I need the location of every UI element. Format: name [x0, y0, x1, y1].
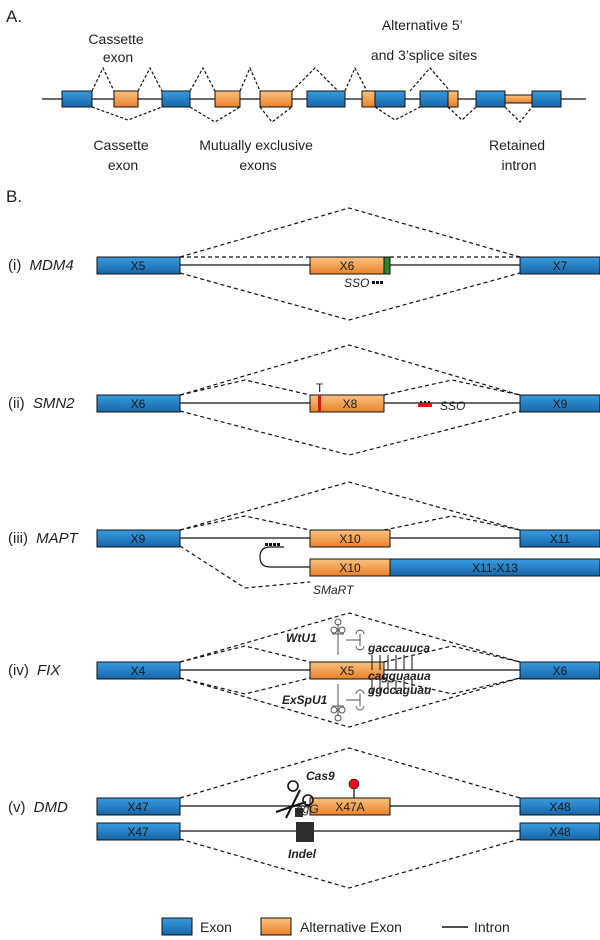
- row-fix-label: (iv) FIX: [8, 662, 61, 679]
- fix-exspu1-label: ExSpU1: [282, 693, 328, 707]
- row-mdm4: (i) MDM4 X5 X6 X7 SSO: [8, 207, 600, 321]
- label-cassette-top: Cassette exon: [88, 31, 147, 65]
- label-retained-intron: Retained intron: [489, 137, 549, 173]
- mdm4-sso-oligo: [372, 281, 383, 284]
- fix-right-text: X6: [553, 664, 568, 678]
- smn2-exon-right: [519, 394, 600, 413]
- a-retained-intron: [504, 94, 533, 104]
- dmd-agg-label: agG: [296, 802, 319, 816]
- a-exon-7: [531, 90, 562, 108]
- fix-seq-mid: cagguaaua: [368, 669, 431, 683]
- dmd-indel-label: Indel: [288, 847, 317, 861]
- a-exon-1: [61, 90, 93, 108]
- fix-wtu1-rna-icon: [330, 618, 365, 655]
- mapt-fused-text: X11-X13: [472, 561, 518, 575]
- row-mapt-label: (iii) MAPT: [8, 530, 80, 547]
- mdm4-left-text: X5: [131, 259, 146, 273]
- mapt-fused-exon: [389, 558, 600, 577]
- smn2-exon-mid: [309, 394, 385, 413]
- a-exon-4: [374, 90, 406, 108]
- label-cassette-bottom: Cassette exon: [93, 137, 152, 173]
- row-mdm4-label: (i) MDM4: [8, 257, 74, 274]
- a-alt-3ss: [361, 90, 376, 108]
- mapt-left-text: X9: [131, 532, 146, 546]
- row-dmd: (v) DMD X47 X47A X48 X47 X48 Cas9 agG In…: [8, 747, 600, 889]
- mdm4-exon-left: [96, 256, 181, 275]
- row-smn2-label: (ii) SMN2: [8, 395, 75, 412]
- fix-base-pair-ticks: [371, 655, 413, 694]
- dmd-indel-block: [296, 822, 314, 842]
- panel-b-label: B.: [6, 187, 22, 206]
- a-mutex-exon-1: [214, 90, 241, 108]
- fix-seq-top: gaccauuca: [367, 641, 430, 655]
- panel-a-label: A.: [6, 7, 22, 26]
- dmd-exon-left: [96, 797, 181, 816]
- a-exon-3: [306, 90, 346, 108]
- mdm4-sso-label: SSO: [344, 276, 369, 290]
- a-cassette-exon: [113, 90, 139, 108]
- smn2-left-text: X6: [131, 397, 146, 411]
- label-mutually-exclusive: Mutually exclusive exons: [199, 137, 317, 173]
- smn2-sso-label: SSO: [440, 399, 465, 413]
- row-fix: (iv) FIX X4 X5 X6 WtU1 ExSpU1: [8, 612, 600, 728]
- smn2-exon-left: [96, 394, 181, 413]
- label-alt-splice-sites: Alternative 5’ and 3’splice sites: [371, 17, 477, 63]
- mapt-exon-mid: [309, 529, 391, 548]
- mapt-smart-oligo: [265, 543, 280, 546]
- dmd-left-text: X47: [127, 800, 149, 814]
- fix-mid-text: X5: [340, 664, 355, 678]
- mdm4-green-site: [383, 256, 391, 275]
- dmd-exon-right-2: [519, 822, 600, 841]
- fix-exspu1-rna-icon: [330, 684, 365, 722]
- fix-wtu1-label: WtU1: [286, 631, 317, 645]
- row-dmd-label: (v) DMD: [8, 799, 68, 816]
- mapt-smart-label: SMaRT: [313, 583, 355, 597]
- mapt-mid2-text: X10: [339, 561, 361, 575]
- smn2-mid-text: X8: [343, 397, 358, 411]
- smn2-mut-label: T: [316, 381, 324, 395]
- legend-alt-label: Alternative Exon: [300, 919, 402, 935]
- pin-icon: [348, 778, 360, 798]
- dmd-exon-left-2: [96, 822, 181, 841]
- fix-left-text: X4: [131, 664, 146, 678]
- fix-seq-bottom: ggccaguau: [367, 683, 432, 697]
- scissors-icon: [275, 780, 314, 819]
- dmd-right2-text: X48: [549, 825, 571, 839]
- mapt-mid-text: X10: [339, 532, 361, 546]
- legend-exon-swatch: [161, 917, 193, 936]
- a-exon-2: [161, 90, 191, 108]
- mdm4-mid-text: X6: [340, 259, 355, 273]
- dmd-exon-right: [519, 797, 600, 816]
- row-smn2: (ii) SMN2 X6 X8 X9 T SSO: [8, 344, 600, 456]
- smn2-mutation-mark: [318, 395, 321, 412]
- dmd-cas9-label: Cas9: [306, 769, 335, 783]
- a-alt-5ss: [447, 90, 459, 108]
- a-exon-5: [419, 90, 449, 108]
- fix-exon-mid: [309, 661, 385, 680]
- panel-a-exons: [61, 90, 562, 108]
- smn2-right-text: X9: [553, 397, 568, 411]
- a-exon-6: [475, 90, 506, 108]
- legend: Exon Alternative Exon Intron: [161, 917, 510, 936]
- mapt-exon-right: [519, 529, 600, 548]
- smn2-sso-oligo: [418, 401, 432, 407]
- dmd-right-text: X48: [549, 800, 571, 814]
- mapt-right-text: X11: [550, 532, 571, 546]
- dmd-exon-mid: [309, 797, 391, 816]
- a-mutex-exon-2: [259, 90, 293, 108]
- dmd-left2-text: X47: [127, 825, 149, 839]
- mapt-exon-left: [96, 529, 181, 548]
- mdm4-exon-right: [519, 256, 600, 275]
- legend-intron-label: Intron: [474, 919, 510, 935]
- row-mapt: (iii) MAPT X9 X10 X11 X10 X11-X13 SMaRT: [8, 481, 600, 597]
- legend-alt-swatch: [260, 917, 292, 936]
- dmd-mid-text: X47A: [335, 800, 364, 814]
- dmd-pam-mark: [295, 808, 303, 817]
- legend-exon-label: Exon: [200, 919, 232, 935]
- fix-exon-left: [96, 661, 181, 680]
- fix-exon-right: [519, 661, 600, 680]
- mdm4-right-text: X7: [553, 259, 568, 273]
